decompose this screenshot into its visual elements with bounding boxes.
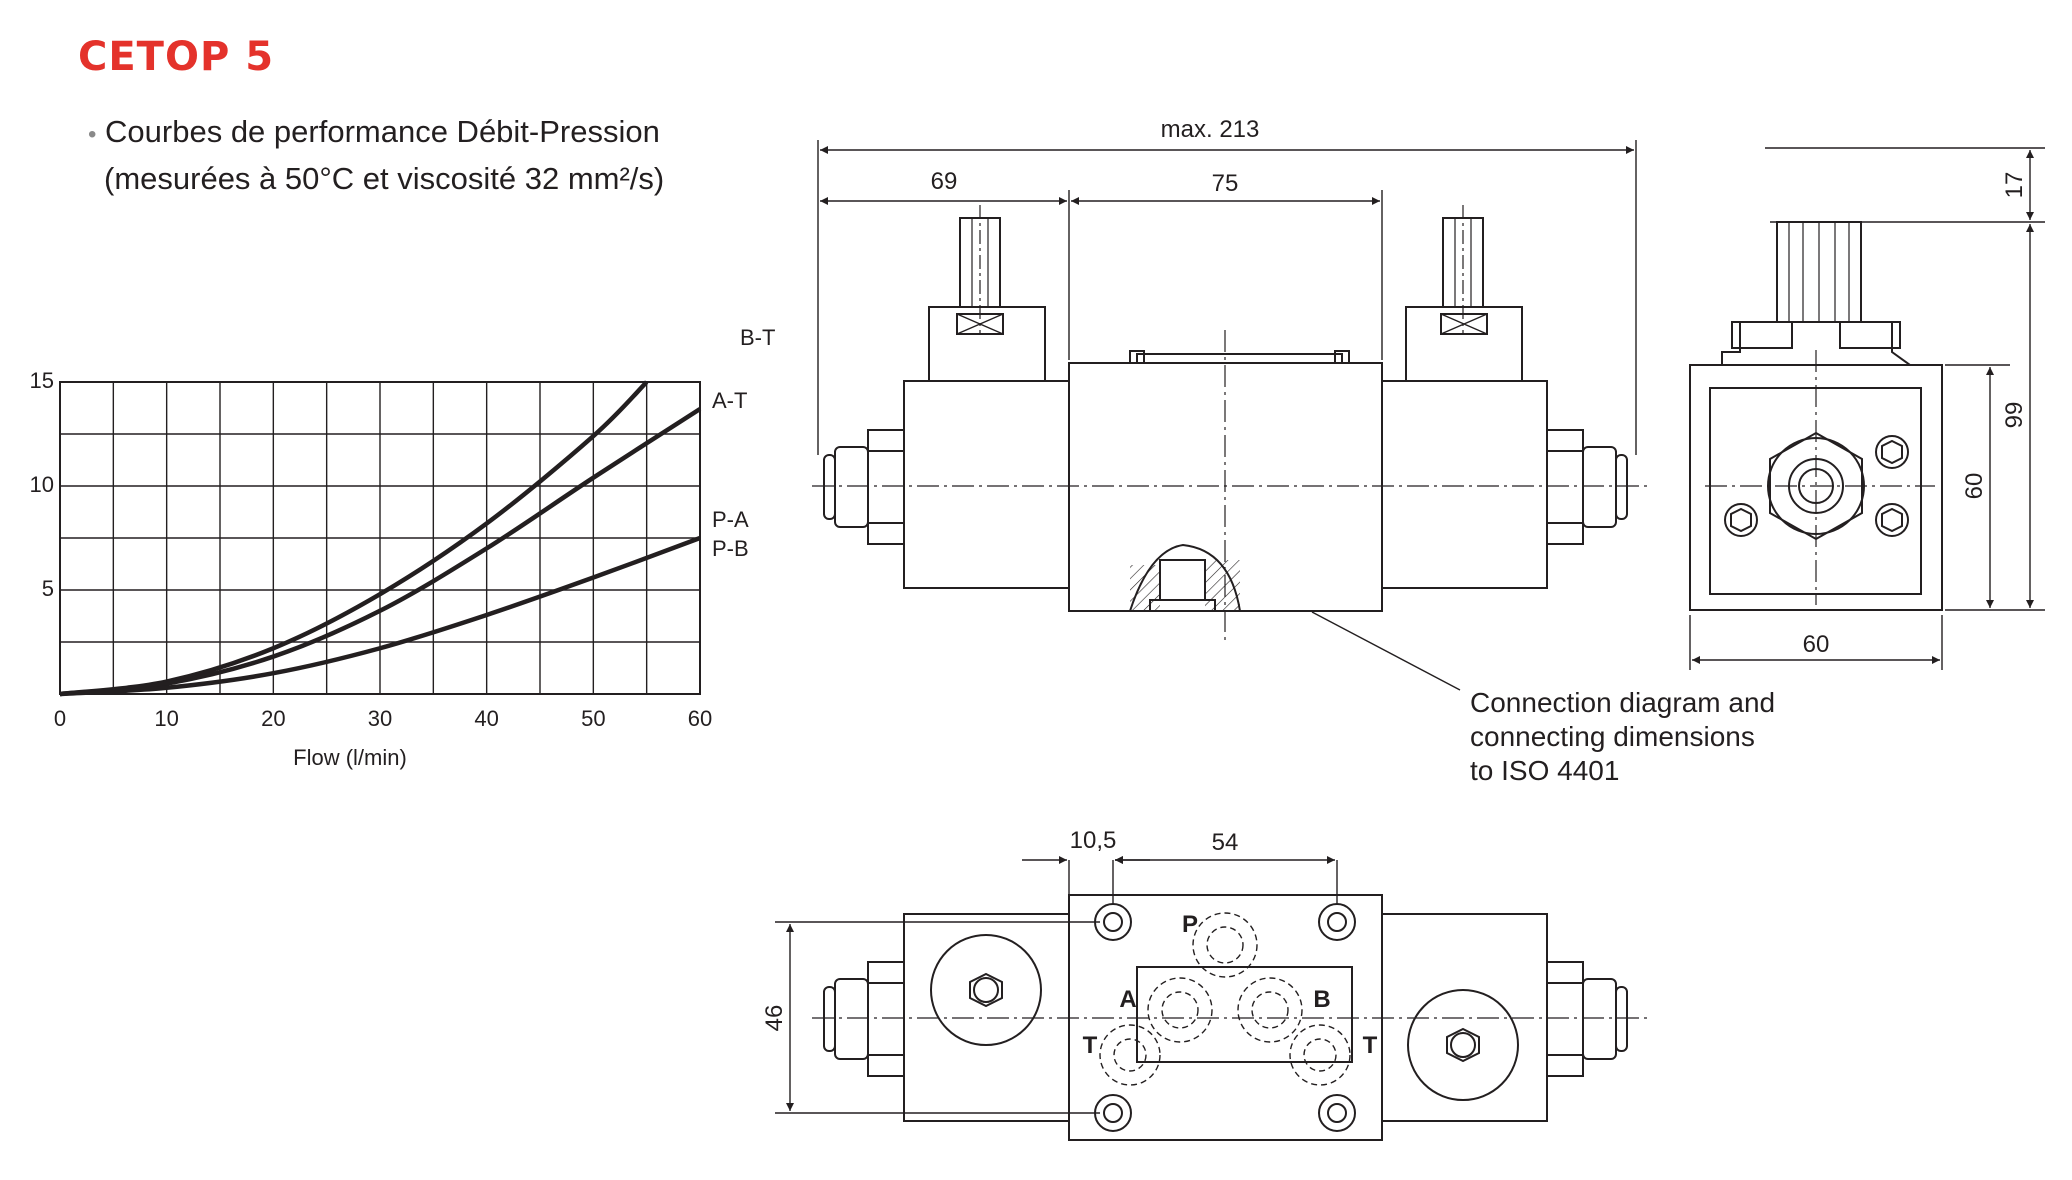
dim-coil-left: 69 [931,168,958,195]
right-coil [1381,380,1548,589]
x-tick-label: 30 [368,706,392,731]
series-label-bt: B-T [740,325,775,350]
callout-line-1: Connection diagram and [1470,687,1775,718]
bottom-port-plate [1136,966,1353,1063]
flow-pressure-chart: 0 10 20 30 40 50 60 5 10 15 B-T A-T P-A P-B Flow … [30,325,776,770]
x-tick-label: 0 [54,706,66,731]
dim-side-width: 60 [1803,631,1830,658]
right-manual-override-housing [1405,306,1523,382]
subtitle-line-2: (mesurées à 50°C et viscosité 32 mm²/s) [104,161,665,196]
chart-grid [60,382,700,694]
chart-subtitle: • Courbes de performance Débit-Pression … [88,110,664,201]
port-label-t-right: T [1363,1032,1378,1059]
curve-series-1 [59,407,702,697]
brand-title: CETOP 5 [78,34,275,80]
chart-x-axis-label: Flow (l/min) [293,745,407,770]
chart-tick-labels: 0 10 20 30 40 50 60 5 10 15 [30,368,713,731]
series-label-pb: P-B [712,536,749,561]
front-view-dimensions [817,140,1637,455]
bottom-view-dimensions [775,856,1338,1114]
dim-top-height: 17 [2001,172,2028,199]
bottom-view [812,894,1648,1141]
x-tick-label: 10 [154,706,178,731]
left-manual-override-housing [928,306,1046,382]
x-tick-label: 50 [581,706,605,731]
dim-overall-length: max. 213 [1161,116,1260,143]
dim-body-width: 75 [1212,170,1239,197]
dim-port-spacing: 54 [1212,829,1239,856]
x-tick-label: 60 [688,706,712,731]
port-label-t-left: T [1083,1032,1098,1059]
dim-port-offset: 10,5 [1070,827,1117,854]
y-tick-label: 5 [42,576,54,601]
x-tick-label: 20 [261,706,285,731]
y-tick-label: 10 [30,472,54,497]
x-tick-label: 40 [474,706,498,731]
y-tick-label: 15 [30,368,54,393]
port-label-a: A [1119,986,1136,1013]
bullet-icon: • [88,121,97,148]
side-view [1689,221,1943,611]
dim-bottom-height: 46 [761,1005,788,1032]
side-view-dimensions [1689,147,2045,670]
chart-curves [59,380,702,697]
series-label-at: A-T [712,388,747,413]
side-center-nut [1769,431,1863,541]
series-label-pa: P-A [712,507,749,532]
callout-line-2: connecting dimensions [1470,721,1755,752]
port-label-b: B [1313,986,1330,1013]
port-label-p: P [1182,911,1198,938]
curve-series-2 [59,535,701,697]
dim-body-height: 60 [1961,473,1988,500]
subtitle-line-1: Courbes de performance Débit-Pression [105,114,660,149]
callout-line-3: to ISO 4401 [1470,755,1619,786]
dim-total-height: 99 [2001,402,2028,429]
left-coil [903,380,1070,589]
front-view [812,205,1648,691]
